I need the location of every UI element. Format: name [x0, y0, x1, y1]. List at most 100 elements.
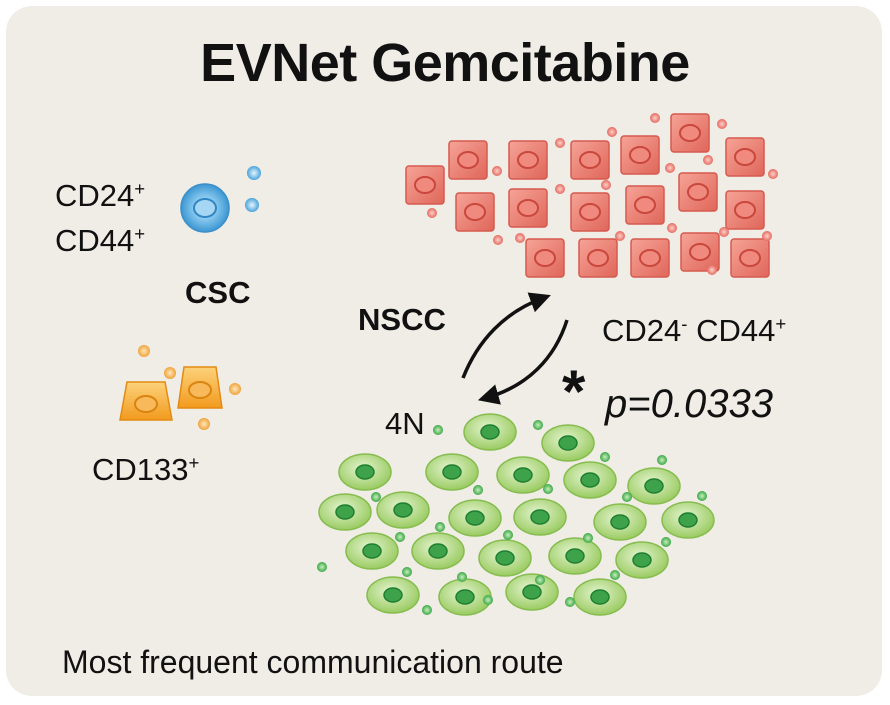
csc-marker-cd24: CD24+: [55, 177, 146, 213]
fourn-cell: [496, 456, 550, 494]
fourn-cell: [318, 493, 372, 531]
fourn-vesicle: [473, 485, 483, 495]
fourn-vesicle: [483, 595, 493, 605]
fourn-cell: [438, 578, 492, 616]
nscc-cell: [455, 192, 495, 232]
fourn-cell: [563, 461, 617, 499]
csc-orange-cells: [119, 366, 223, 421]
fourn-cell: [505, 573, 559, 611]
fourn-vesicle: [535, 575, 545, 585]
nscc-vesicle: [601, 180, 611, 190]
nscc-cell: [730, 238, 770, 278]
nscc-label: NSCC: [358, 302, 446, 337]
csc-blue-vesicles: [245, 166, 261, 212]
fourn-vesicle: [622, 492, 632, 502]
fourn-vesicle: [610, 570, 620, 580]
nscc-cell: [670, 113, 710, 153]
fourn-vesicle: [503, 530, 513, 540]
csc-marker-cd133: CD133+: [92, 451, 200, 487]
nscc-vesicle: [665, 163, 675, 173]
nscc-cell: [570, 140, 610, 180]
fourn-green-cells: [318, 413, 715, 616]
nscc-vesicle: [427, 208, 437, 218]
fourn-cell: [478, 539, 532, 577]
fourn-cell: [411, 532, 465, 570]
fourn-cell: [548, 537, 602, 575]
fourn-cell: [661, 501, 715, 539]
nscc-cell: [725, 137, 765, 177]
arrow-to-4n: [477, 319, 569, 405]
nscc-cell: [508, 188, 548, 228]
fourn-vesicle: [697, 491, 707, 501]
fourn-vesicle: [657, 455, 667, 465]
fourn-vesicle: [543, 484, 553, 494]
nscc-vesicle: [768, 169, 778, 179]
nscc-vesicle: [615, 231, 625, 241]
nscc-vesicle: [650, 113, 660, 123]
nscc-cell: [448, 140, 488, 180]
nscc-cell: [620, 135, 660, 175]
fourn-vesicle: [317, 562, 327, 572]
nscc-markers: CD24- CD44+: [602, 312, 787, 348]
nscc-cell: [725, 190, 765, 230]
fourn-vesicle: [457, 572, 467, 582]
fourn-vesicle: [583, 533, 593, 543]
fourn-vesicle: [600, 452, 610, 462]
fourn-cell: [376, 491, 430, 529]
fourn-cell: [338, 453, 392, 491]
csc-label: CSC: [185, 275, 251, 310]
fourn-vesicle: [395, 532, 405, 542]
csc-orange-vesicles: [138, 345, 241, 430]
fourn-cell: [541, 424, 595, 462]
nscc-cell: [630, 238, 670, 278]
fourn-vesicle: [422, 605, 432, 615]
fourn-cell: [345, 532, 399, 570]
fourn-cell: [593, 503, 647, 541]
fourn-cell: [425, 453, 479, 491]
fourn-green-vesicles: [317, 420, 707, 615]
fourn-label: 4N: [385, 406, 425, 441]
fourn-cell: [615, 541, 669, 579]
csc-marker-cd44: CD44+: [55, 222, 146, 258]
significance-star: *: [562, 358, 586, 425]
arrow-to-nscc: [461, 292, 551, 379]
nscc-cell: [570, 192, 610, 232]
nscc-vesicle: [555, 138, 565, 148]
nscc-vesicle: [719, 227, 729, 237]
fourn-cell: [448, 499, 502, 537]
nscc-vesicle: [555, 184, 565, 194]
diagram-panel: [6, 6, 882, 696]
fourn-vesicle: [435, 522, 445, 532]
nscc-vesicle: [492, 166, 502, 176]
nscc-cell: [680, 232, 720, 272]
nscc-red-cells: [405, 113, 770, 278]
nscc-cell: [405, 165, 445, 205]
nscc-vesicle: [707, 265, 717, 275]
fourn-cell: [463, 413, 517, 451]
footer-caption: Most frequent communication route: [62, 644, 564, 680]
nscc-cell: [508, 140, 548, 180]
csc-blue-cell: [180, 183, 230, 233]
nscc-vesicle: [493, 235, 503, 245]
nscc-vesicle: [667, 223, 677, 233]
nscc-vesicle: [607, 127, 617, 137]
nscc-vesicle: [703, 155, 713, 165]
fourn-cell: [366, 576, 420, 614]
nscc-cell: [625, 185, 665, 225]
fourn-cell: [573, 578, 627, 616]
nscc-cell: [578, 238, 618, 278]
nscc-cell: [678, 172, 718, 212]
nscc-red-vesicles: [427, 113, 778, 275]
fourn-vesicle: [565, 597, 575, 607]
nscc-cell: [525, 238, 565, 278]
fourn-vesicle: [371, 492, 381, 502]
fourn-cell: [513, 498, 567, 536]
nscc-vesicle: [762, 231, 772, 241]
fourn-cell: [627, 467, 681, 505]
fourn-vesicle: [433, 425, 443, 435]
fourn-vesicle: [661, 537, 671, 547]
diagram-title: EVNet Gemcitabine: [200, 33, 690, 93]
nscc-vesicle: [515, 233, 525, 243]
fourn-vesicle: [402, 567, 412, 577]
